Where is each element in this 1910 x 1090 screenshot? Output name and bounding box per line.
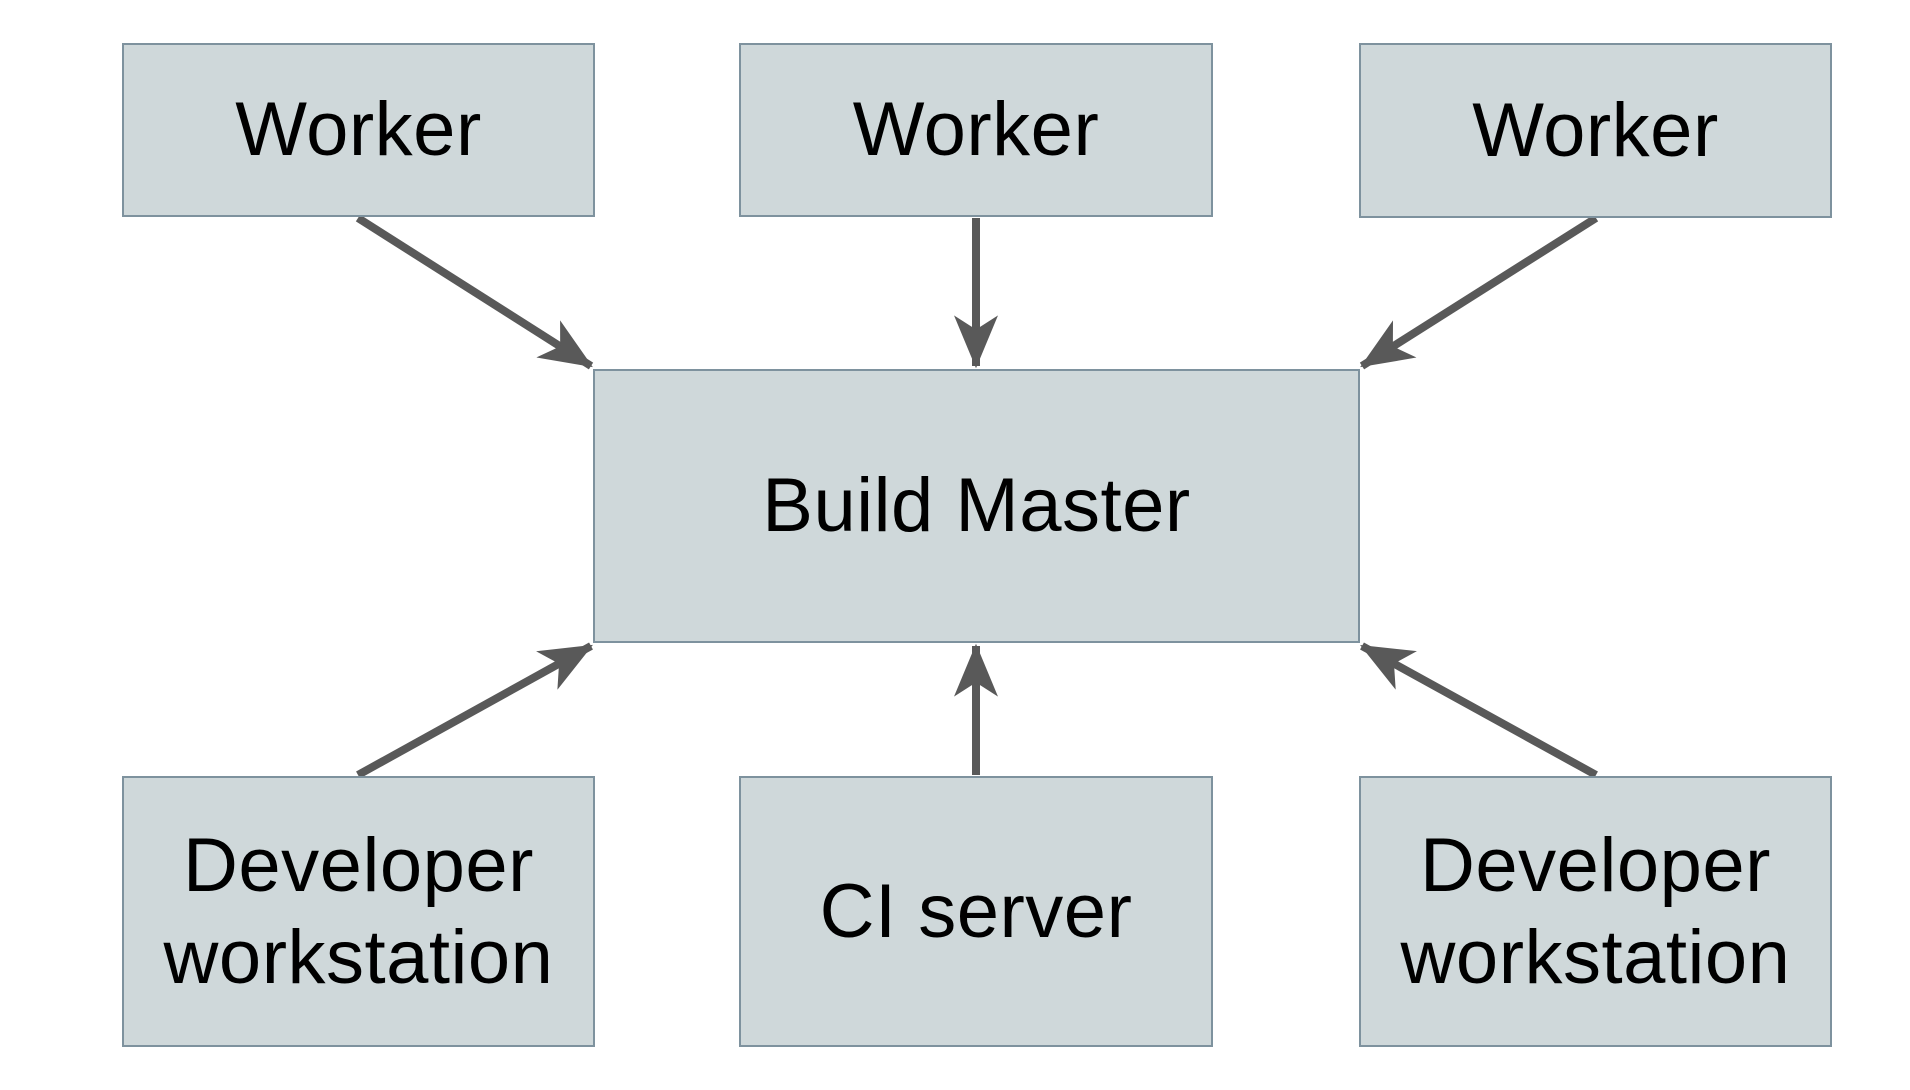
node-label: Worker	[1472, 87, 1719, 173]
node-label: Worker	[852, 87, 1100, 173]
node-worker-3: Worker	[1359, 43, 1832, 218]
arrow-worker-1-to-build-master	[355, 214, 594, 370]
node-worker-1: Worker	[122, 43, 595, 217]
node-build-master: Build Master	[593, 369, 1360, 643]
arrow-worker-3-to-build-master	[1359, 214, 1599, 370]
node-developer-workstation-2: Developer workstation	[1359, 776, 1832, 1047]
node-label: Build Master	[762, 463, 1191, 549]
arrow-developer-workstation-2-to-build-master	[1360, 642, 1598, 779]
node-label: Developer workstation	[1400, 823, 1791, 1000]
arrow-developer-workstation-1-to-build-master	[356, 642, 593, 779]
node-ci-server: CI server	[739, 776, 1213, 1047]
node-worker-2: Worker	[739, 43, 1213, 217]
node-label: Worker	[235, 87, 482, 173]
node-developer-workstation-1: Developer workstation	[122, 776, 595, 1047]
node-label: Developer workstation	[163, 823, 554, 1000]
node-label: CI server	[819, 868, 1133, 954]
